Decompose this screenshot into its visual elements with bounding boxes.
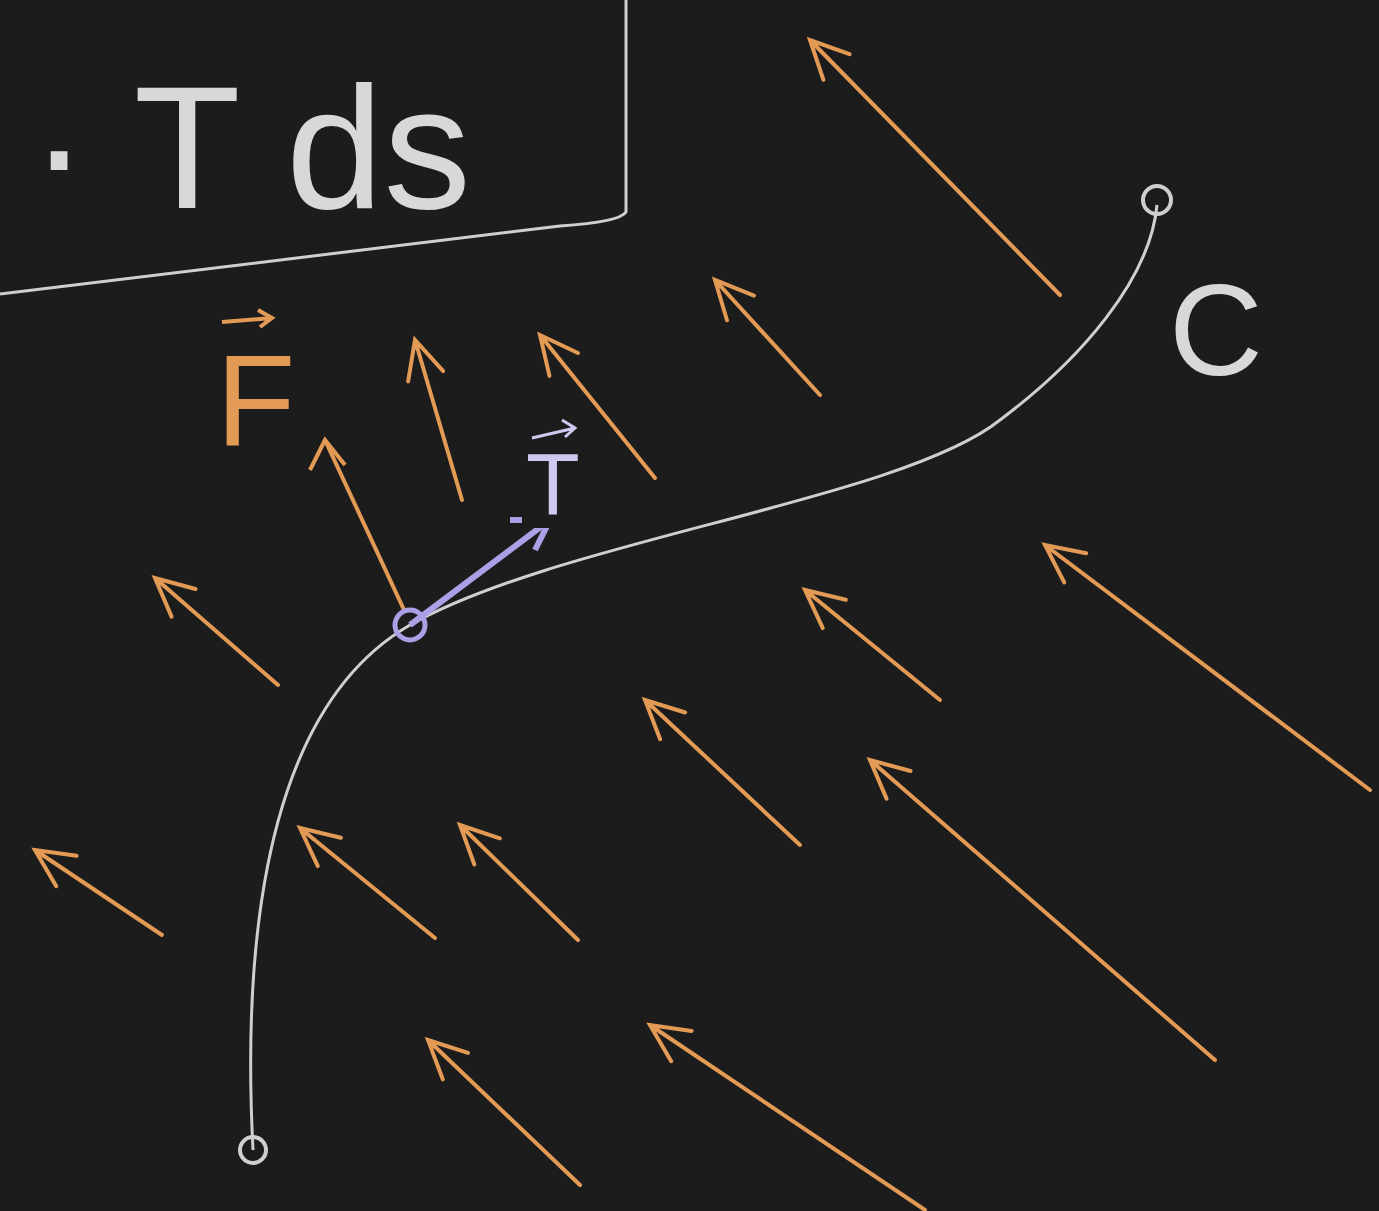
force-vector-head [310, 440, 345, 470]
field-arrow [645, 700, 800, 845]
curve-label: C [1165, 265, 1267, 395]
field-arrow [428, 1040, 580, 1185]
curve-point [395, 610, 425, 640]
force-vector [325, 440, 405, 612]
field-arrow [715, 280, 820, 395]
field-arrow [650, 1025, 925, 1210]
field-arrow [408, 340, 462, 500]
t-vector-mark [532, 420, 575, 438]
f-vector-mark [222, 310, 272, 327]
formula-box: · T ds [0, 0, 630, 300]
field-arrow [300, 828, 435, 938]
curve-c [251, 205, 1157, 1150]
field-arrow [870, 760, 1215, 1060]
formula-text: · T ds [30, 60, 471, 235]
field-arrow [460, 825, 578, 940]
field-arrow [1045, 545, 1370, 790]
end-point [1143, 186, 1171, 214]
tangent-vector [410, 520, 550, 625]
field-arrow [155, 578, 278, 685]
field-arrow [805, 590, 940, 700]
start-point [240, 1137, 266, 1163]
field-arrow [810, 40, 1060, 295]
tangent-label: T [522, 440, 584, 528]
field-arrow [35, 850, 162, 935]
force-label: F [212, 335, 299, 465]
